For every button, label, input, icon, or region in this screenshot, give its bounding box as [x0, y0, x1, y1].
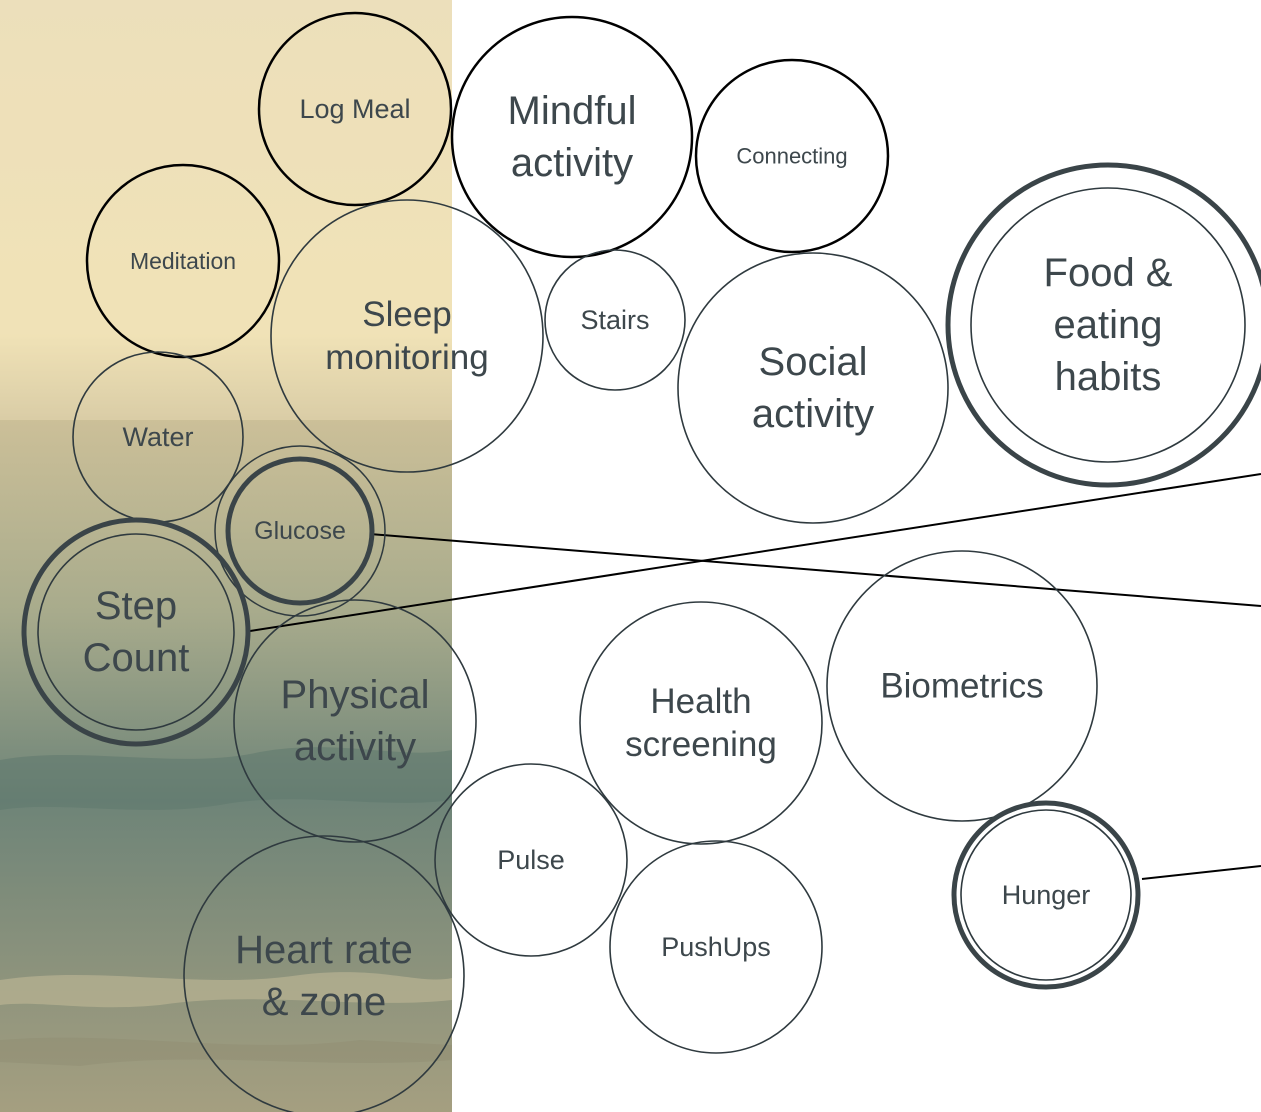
bubble-circle: [434, 763, 628, 957]
bubble-label: Heart rate: [235, 928, 413, 972]
bubble-label: Health: [650, 682, 751, 721]
bubble-log-meal: Log Meal: [257, 11, 453, 207]
bubble-label: Pulse: [497, 845, 565, 875]
step-count-connector: [249, 473, 1261, 632]
bubble-label: Step: [95, 584, 177, 628]
bubble-circle: [21, 517, 251, 747]
bubble-pushups: PushUps: [609, 840, 823, 1054]
bubble-label: PushUps: [661, 932, 771, 962]
bubble-circle: [270, 199, 544, 473]
bubble-label: Mindful: [508, 89, 637, 133]
bubble-connecting: Connecting: [694, 58, 890, 254]
bubble-label: Glucose: [254, 517, 346, 545]
bubble-circle: [85, 163, 281, 359]
bubble-meditation: Meditation: [85, 163, 281, 359]
bubble-stairs: Stairs: [544, 249, 686, 391]
bubble-circle: [233, 599, 477, 843]
bubble-hunger: Hunger: [951, 800, 1141, 990]
glucose-connector: [369, 533, 1261, 607]
bubble-physical-activity: Physical activity: [233, 599, 477, 843]
bubble-label: Biometrics: [880, 667, 1043, 706]
bubble-label: Log Meal: [299, 94, 410, 124]
bubble-circle: [183, 835, 465, 1112]
bubble-circle: [544, 249, 686, 391]
bubble-social-activity: Social activity: [677, 252, 949, 524]
bubble-label: Meditation: [130, 248, 236, 274]
bubble-label: Physical: [281, 673, 430, 717]
bubble-label: & zone: [262, 980, 387, 1024]
bubble-label: Sleep: [362, 295, 452, 334]
bubbles: Log Meal Mindful activity ConnectingMeditat…: [21, 11, 1261, 1112]
bubble-label: monitoring: [325, 338, 488, 377]
bubble-health-screening: Health screening: [579, 601, 823, 845]
bubble-mindful-activity: Mindful activity: [450, 15, 694, 259]
bubble-circle: [450, 15, 694, 259]
bubble-circle: [826, 550, 1098, 822]
hunger-connector: [1141, 865, 1261, 880]
bubble-label: eating: [1054, 303, 1163, 347]
bubble-label: Connecting: [736, 144, 847, 169]
bubble-circle: [579, 601, 823, 845]
bubble-circle: [694, 58, 890, 254]
bubble-glucose: Glucose: [214, 445, 386, 617]
bubble-sleep-monitoring: Sleep monitoring: [270, 199, 544, 473]
bubble-inner-circle: [225, 456, 375, 606]
bubble-circle: [609, 840, 823, 1054]
bubble-circle: [677, 252, 949, 524]
bubble-inner-circle: [960, 809, 1132, 981]
bubble-circle: [214, 445, 386, 617]
bubble-label: Food &: [1044, 251, 1173, 295]
bubble-pulse: Pulse: [434, 763, 628, 957]
bubble-circle: [951, 800, 1141, 990]
bubble-label: activity: [752, 392, 874, 436]
bubble-circle: [257, 11, 453, 207]
connector-lines: [249, 473, 1261, 880]
bubble-food-eating-habits: Food & eating habits: [945, 162, 1261, 488]
bubble-label: Water: [122, 422, 193, 452]
bubble-label: habits: [1055, 355, 1162, 399]
bubble-inner-circle: [37, 533, 235, 731]
bubble-label: activity: [294, 725, 416, 769]
bubble-circle: [945, 162, 1261, 488]
bubble-label: screening: [625, 725, 777, 764]
bubble-water: Water: [72, 351, 244, 523]
bubble-biometrics: Biometrics: [826, 550, 1098, 822]
bubble-label: Count: [83, 636, 190, 680]
bubble-label: Social: [759, 340, 868, 384]
bubble-inner-circle: [970, 187, 1246, 463]
bubble-label: Stairs: [580, 305, 649, 335]
bubble-label: activity: [511, 141, 633, 185]
bubble-label: Hunger: [1002, 880, 1091, 910]
bubble-heart-rate-zone: Heart rate & zone: [183, 835, 465, 1112]
